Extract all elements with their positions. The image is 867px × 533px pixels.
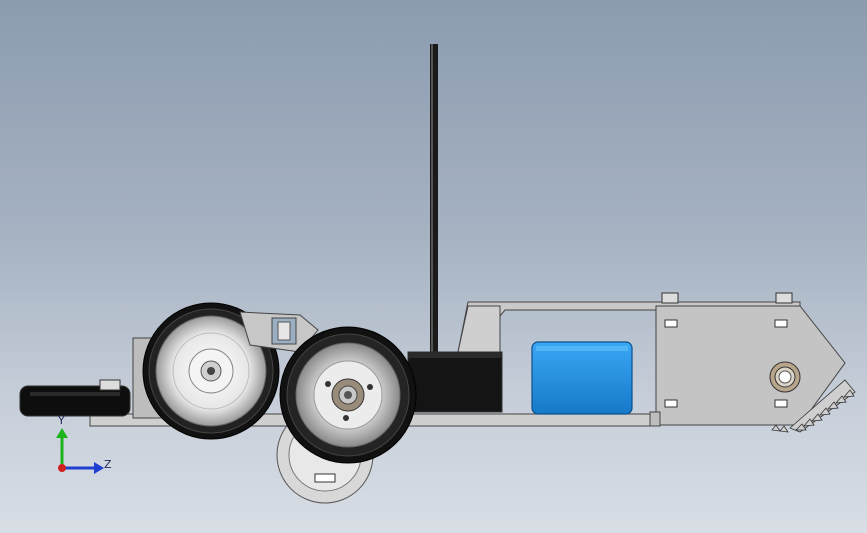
gearbox-plate[interactable] [655,305,846,426]
triad-y-label: Y [58,414,65,427]
rear-wheel[interactable] [279,326,417,464]
triad-z-label: Z [104,458,112,471]
motor-block[interactable] [407,351,503,413]
front-wheel[interactable] [132,302,280,440]
battery-box[interactable] [531,341,633,415]
antenna-mast[interactable] [430,44,438,354]
sector-gear[interactable] [771,379,856,433]
drive-motor[interactable] [239,311,319,353]
coordinate-triad [56,428,104,474]
